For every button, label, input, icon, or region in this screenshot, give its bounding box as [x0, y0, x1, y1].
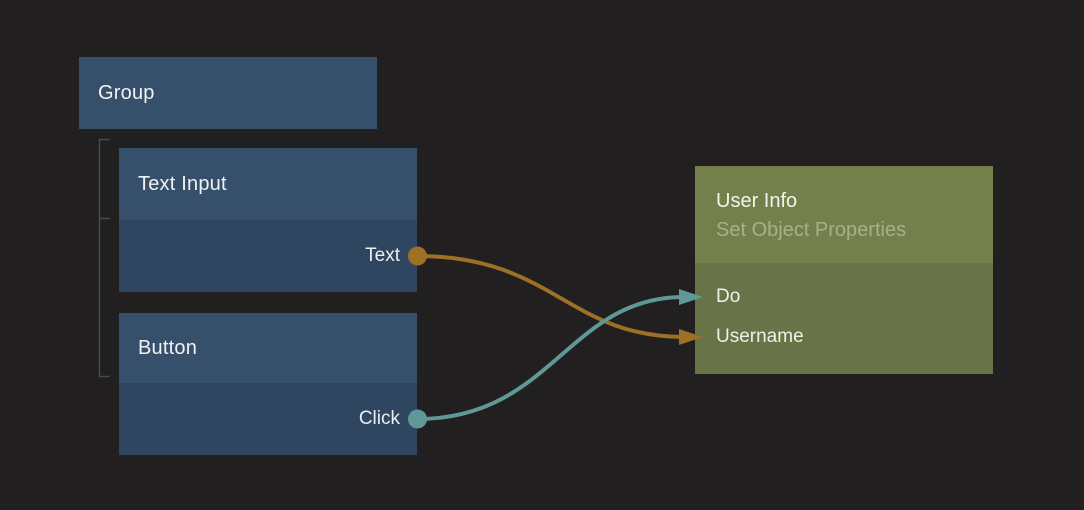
- node-button-title: Button: [138, 336, 198, 359]
- input-label-do: Do: [716, 286, 741, 307]
- node-button-header[interactable]: Button: [119, 313, 417, 383]
- node-text-input-body: Text: [119, 220, 427, 292]
- wire-port-text-to-input-row-username[interactable]: [415, 254, 686, 339]
- node-user-info-subtitle: Set Object Properties: [716, 219, 907, 241]
- node-text-input-title: Text Input: [138, 172, 227, 195]
- output-row-click: Click: [119, 383, 427, 455]
- output-label-click: Click: [358, 408, 400, 429]
- node-user-info-header[interactable]: User Info Set Object Properties: [695, 166, 993, 263]
- output-label-text: Text: [365, 245, 400, 266]
- node-group[interactable]: Group: [79, 57, 377, 129]
- group-children-bracket: [98, 138, 110, 378]
- port-click[interactable]: [408, 409, 427, 429]
- connection-wires: [415, 254, 703, 421]
- node-text-input-header[interactable]: Text Input: [119, 148, 417, 220]
- node-button-body: Click: [119, 383, 427, 455]
- wire-port-click-to-input-row-do[interactable]: [415, 295, 686, 421]
- port-text[interactable]: [408, 246, 427, 266]
- node-button[interactable]: Button Click: [119, 313, 427, 455]
- output-row-text: Text: [119, 220, 427, 292]
- node-group-title: Group: [98, 81, 155, 104]
- input-row-do[interactable]: Do: [695, 277, 993, 317]
- node-user-info[interactable]: User Info Set Object Properties Do Usern…: [695, 166, 993, 374]
- input-label-username: Username: [716, 326, 804, 347]
- node-text-input[interactable]: Text Input Text: [119, 148, 427, 292]
- node-user-info-body: Do Username: [695, 263, 993, 374]
- node-group-header[interactable]: Group: [79, 57, 377, 129]
- input-row-username[interactable]: Username: [695, 317, 993, 357]
- node-user-info-title: User Info: [716, 190, 798, 212]
